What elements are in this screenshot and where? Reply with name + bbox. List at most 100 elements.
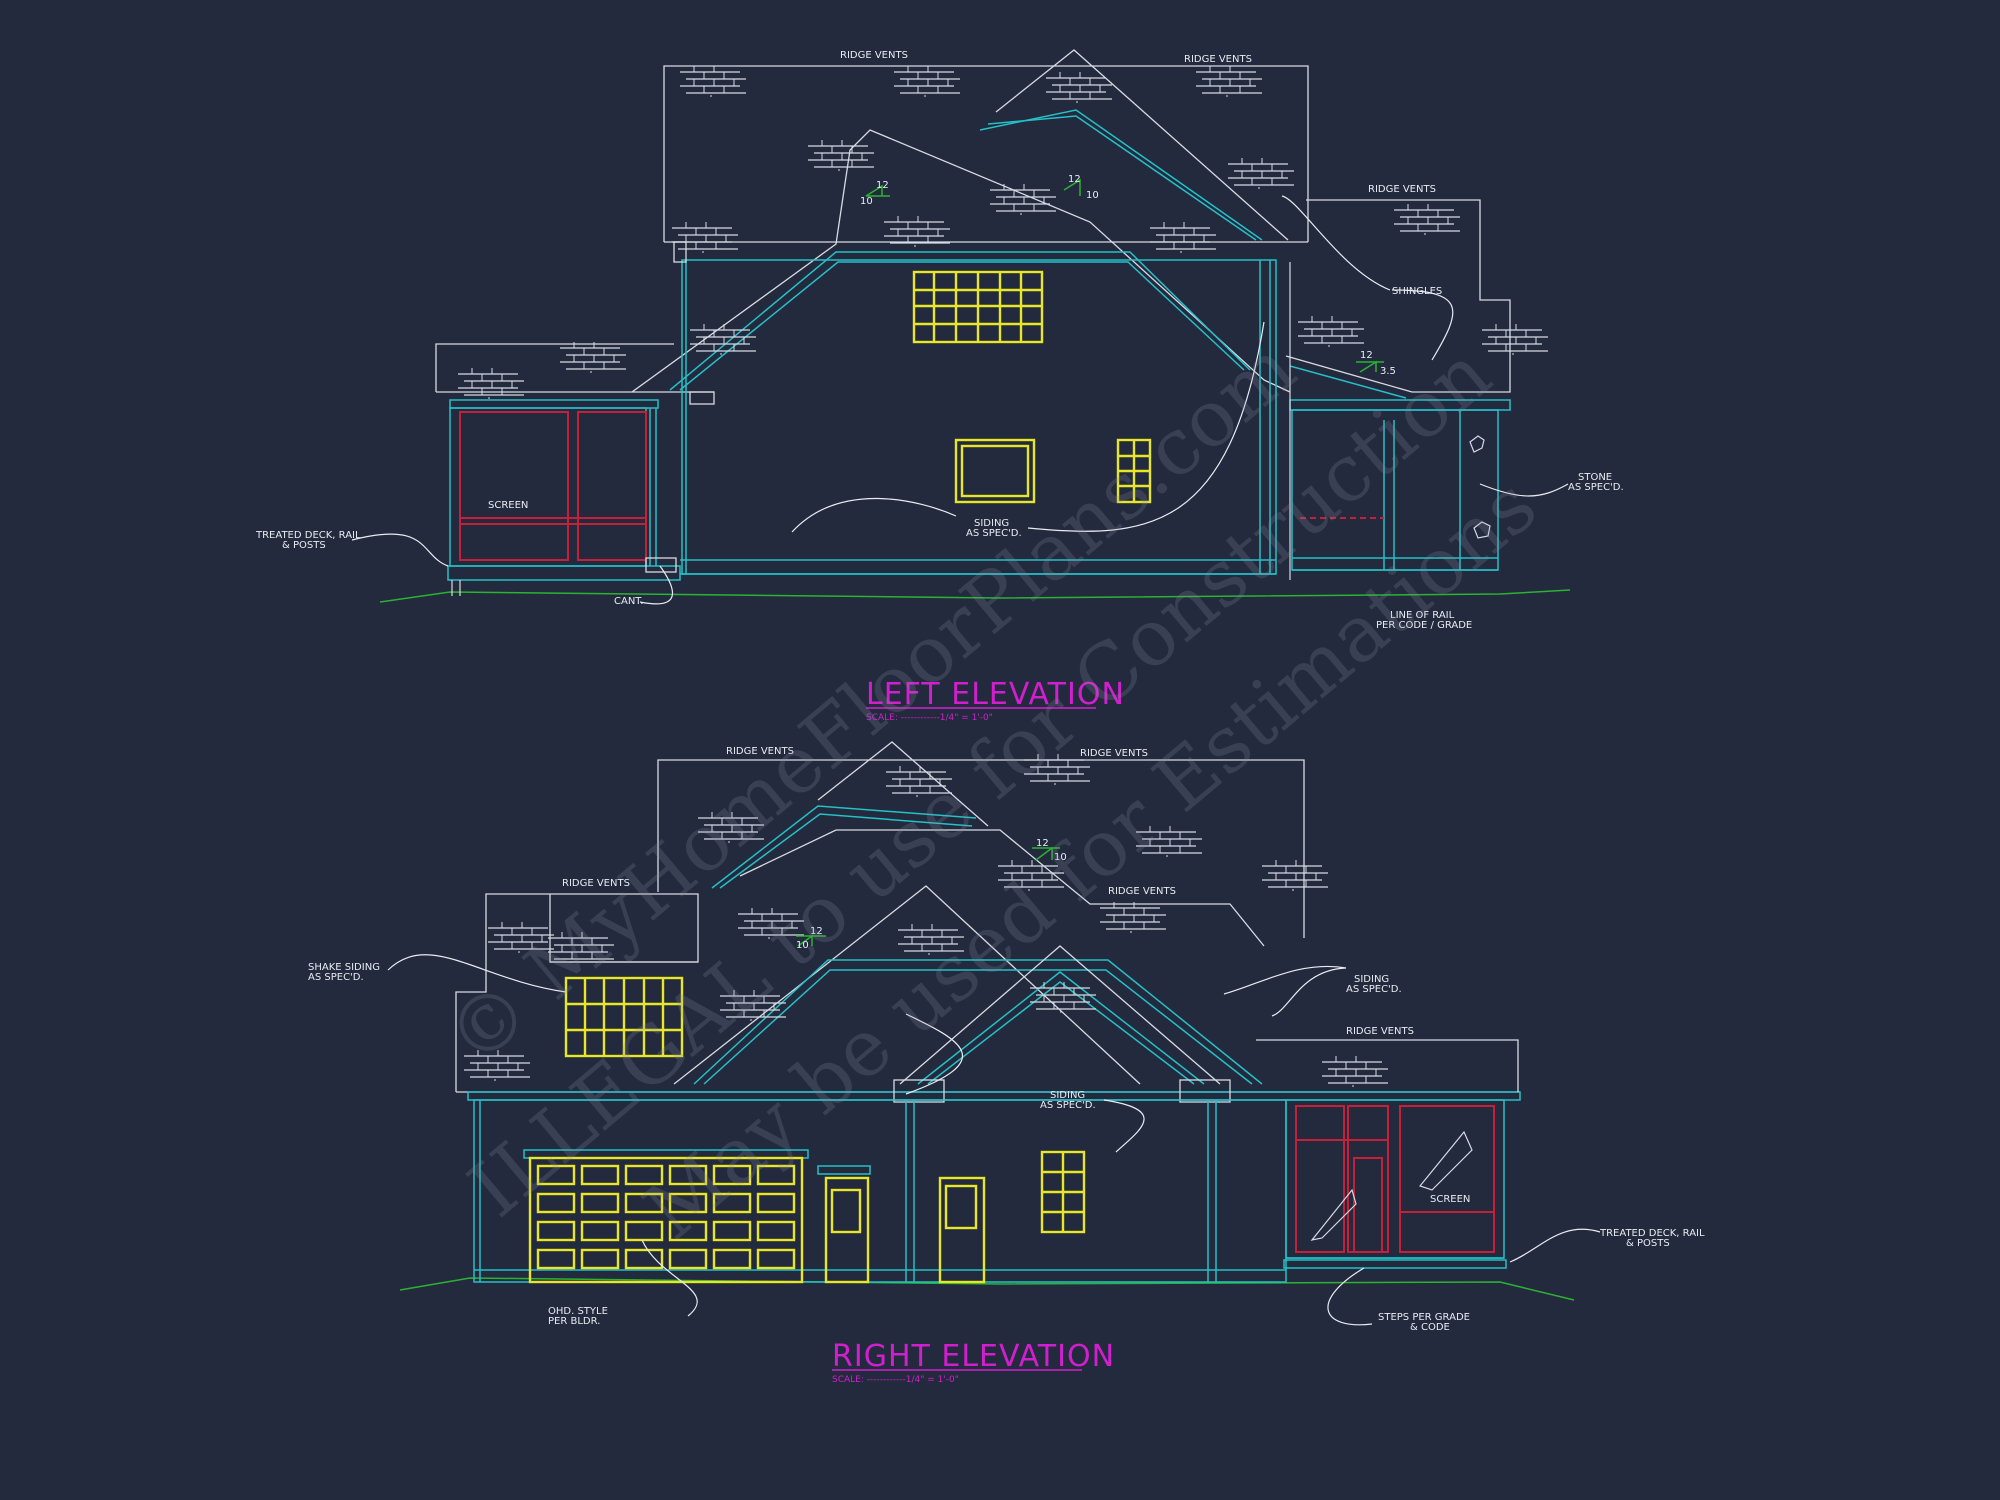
left-cant-leader [639,565,673,605]
right-elevation-scale: SCALE: ------------1/4" = 1'-0" [832,1375,959,1385]
garage-door-panel [712,1192,752,1214]
left-elevation: 12 10 12 10 12 3.5 RIDGE VENTS RIDGE VEN… [255,49,1624,723]
left-shingles-leader [1281,195,1454,361]
left-siding-label-1: SIDING [974,518,1009,529]
right-ridge-vents-2: RIDGE VENTS [1080,748,1148,759]
right-front-gable [899,945,1221,1085]
right-siding-a-leader [905,1013,1145,1153]
garage-door-panel [624,1192,664,1214]
watermark-line-3: May be used for Estimations [628,460,1553,1257]
right-ridge-vents-3: RIDGE VENTS [562,878,630,889]
left-pitch-b-top: 12 [1068,174,1081,185]
left-picture-window [954,438,1036,504]
right-deck-leader [1509,1228,1601,1263]
right-ridge-vents-5: RIDGE VENTS [1346,1026,1414,1037]
right-pitch-symbols [796,846,1060,947]
right-shake-label-1: SHAKE SIDING [308,962,380,973]
right-screen-label: SCREEN [1430,1194,1470,1205]
right-shake-window [564,976,684,1058]
right-ohd-label-2: PER BLDR. [548,1316,600,1327]
right-siding-b-label-1: SIDING [1354,974,1389,985]
garage-door-panel [756,1164,796,1186]
right-garage-door [523,1149,809,1284]
left-pitch-symbols [865,178,1384,373]
right-ridge-vents-4: RIDGE VENTS [1108,886,1176,897]
left-small-window [1116,438,1152,504]
right-pitch-b-side: 10 [796,940,809,951]
garage-door-panel [756,1192,796,1214]
right-grade-line [399,1277,1575,1301]
right-shake-leader [387,954,567,993]
left-shingle-patterns [457,65,1549,399]
left-pitch-a-top: 12 [876,180,889,191]
right-siding-b-leader [1223,965,1347,1017]
left-deck-label-2: & POSTS [282,540,326,551]
garage-door-panel [580,1164,620,1186]
left-pitch-a-side: 10 [860,196,873,207]
garage-door-panel [712,1220,752,1242]
left-ridge-vents-1: RIDGE VENTS [840,50,908,61]
left-ridge-vents-3: RIDGE VENTS [1368,184,1436,195]
left-porch-roof [435,343,674,392]
right-steps-label-2: & CODE [1410,1322,1450,1333]
garage-door-panel [580,1192,620,1214]
left-cant-label: CANT. [614,596,643,607]
right-ridge-vents-1: RIDGE VENTS [726,746,794,757]
right-siding-a-label-2: AS SPEC'D. [1040,1100,1096,1111]
left-shingles-label: SHINGLES [1392,286,1442,297]
right-side-window [1040,1150,1086,1234]
garage-door-panel [668,1220,708,1242]
left-upper-window [912,270,1044,344]
left-siding-label-2: AS SPEC'D. [966,528,1022,539]
right-elevation: 12 10 12 10 RIDGE VENTS RIDGE VENTS RIDG… [308,741,1705,1385]
left-screen-porch [449,407,647,567]
right-porch-roof [1256,1039,1519,1092]
right-steps-leader [1327,1267,1373,1326]
left-stone-label-2: AS SPEC'D. [1568,482,1624,493]
garage-door-panel [756,1220,796,1242]
garage-door-panel [580,1220,620,1242]
right-main-gable [673,885,1141,1085]
left-front-gable [631,129,1291,393]
garage-door-panel [536,1164,576,1186]
garage-door-panel [536,1248,576,1270]
right-deck-label-2: & POSTS [1626,1238,1670,1249]
left-pitch-c-side: 3.5 [1380,366,1396,377]
left-deck-leader [351,533,449,567]
garage-door-panel [580,1248,620,1270]
right-entry-door-2 [938,1176,986,1284]
left-stone-label-1: STONE [1578,472,1612,483]
garage-door-panel [624,1164,664,1186]
right-ohd-leader [641,1239,698,1317]
right-pitch-a-top: 12 [1036,838,1049,849]
left-siding-leader [791,321,1265,533]
left-pitch-b-side: 10 [1086,190,1099,201]
right-upper-roof [657,759,1305,938]
garage-door-panel [668,1164,708,1186]
right-ohd-label-1: OHD. STYLE [548,1306,608,1317]
garage-door-panel [624,1220,664,1242]
garage-door-panel [668,1248,708,1270]
right-pitch-a-side: 10 [1054,852,1067,863]
left-rail-label-2: PER CODE / GRADE [1376,620,1472,631]
left-pitch-c-top: 12 [1360,350,1373,361]
right-deck-label-1: TREATED DECK, RAIL [1599,1228,1705,1239]
left-grade-line [379,589,1571,603]
left-main-gable [995,49,1289,241]
right-shake-label-2: AS SPEC'D. [308,972,364,983]
left-stone-icon [1469,435,1491,539]
right-entry-door-1 [817,1165,871,1175]
left-rail-label-1: LINE OF RAIL [1390,610,1455,621]
left-deck-label-1: TREATED DECK, RAIL [255,530,361,541]
right-siding-b-label-2: AS SPEC'D. [1346,984,1402,995]
left-upper-roof [663,65,1309,242]
left-stone-leader [1479,483,1569,497]
garage-door-panel [624,1248,664,1270]
right-pitch-b-top: 12 [810,926,823,937]
left-right-wing-roof [1306,199,1511,393]
right-screen-porch [1285,1099,1505,1259]
watermark-line-2: ILLEGAL to use for Construction [453,329,1508,1235]
left-elevation-scale: SCALE: ------------1/4" = 1'-0" [866,713,993,723]
left-ridge-vents-2: RIDGE VENTS [1184,54,1252,65]
